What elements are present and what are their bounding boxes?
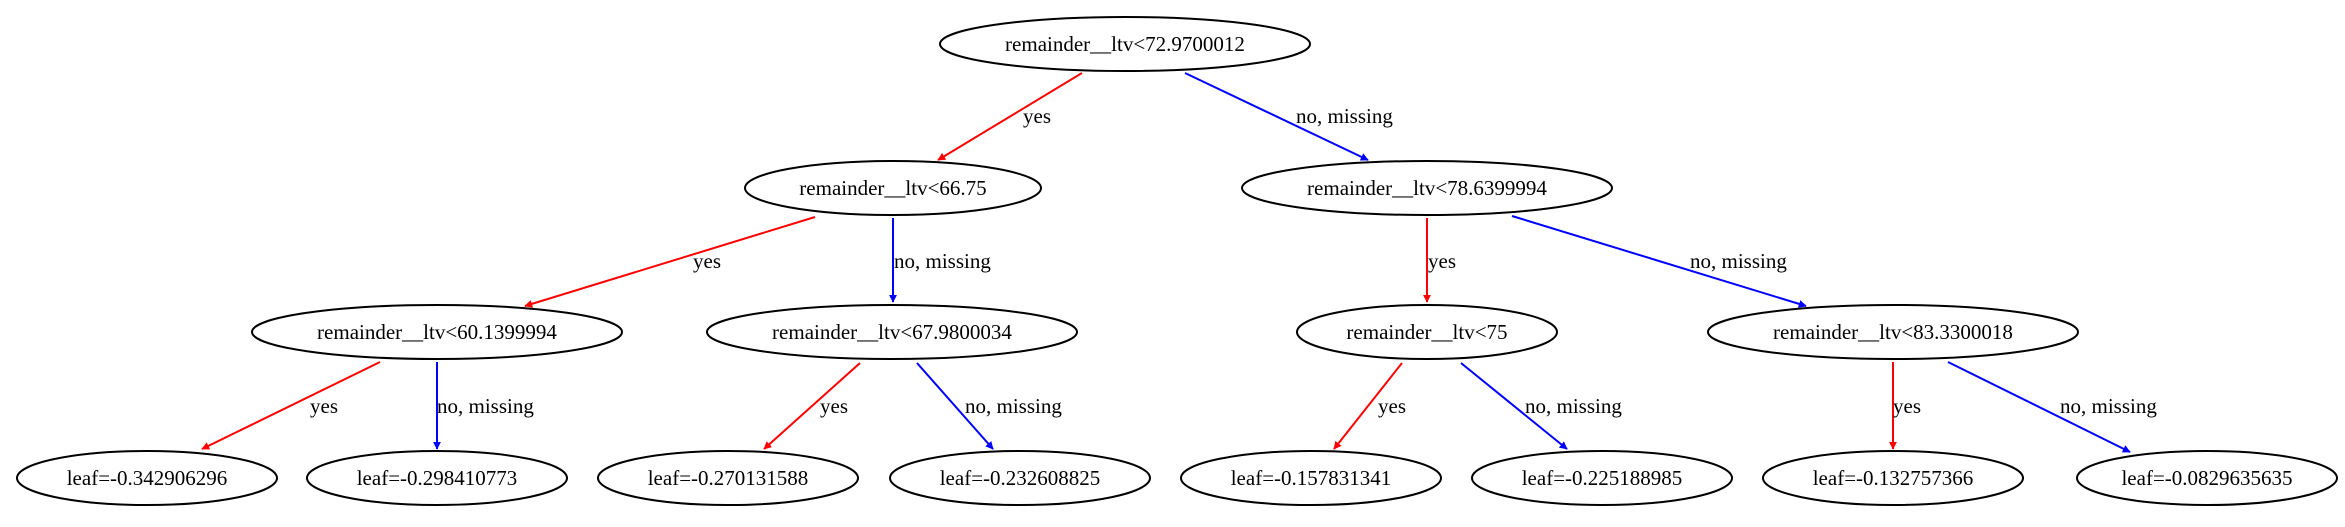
edge-label: yes xyxy=(693,249,721,273)
edge-label: yes xyxy=(1893,394,1921,418)
node-ellipse xyxy=(939,16,1311,72)
edge-label: no, missing xyxy=(1525,394,1622,418)
node-label: leaf=-0.0829635635 xyxy=(2121,466,2292,490)
node-ellipse xyxy=(1471,450,1733,506)
leaf-node-n9: leaf=-0.270131588 xyxy=(597,450,859,506)
edge-n1-n3: yes xyxy=(524,216,816,308)
edge-label: yes xyxy=(820,394,848,418)
leaf-node-n14: leaf=-0.0829635635 xyxy=(2076,450,2338,506)
node-label: leaf=-0.157831341 xyxy=(1231,466,1392,490)
edge-n5-n12: no, missing xyxy=(1460,362,1622,450)
edge-n5-n11: yes xyxy=(1333,362,1406,450)
edge-label: yes xyxy=(1023,104,1051,128)
yes-edge-line xyxy=(524,216,816,308)
yes-edge-line xyxy=(937,72,1083,161)
nodes-layer: remainder__ltv<72.9700012 remainder__ltv<… xyxy=(16,16,2338,506)
node-ellipse xyxy=(2076,450,2338,506)
node-label: leaf=-0.225188985 xyxy=(1522,466,1683,490)
node-label: remainder__ltv<67.9800034 xyxy=(772,320,1012,344)
node-ellipse xyxy=(597,450,859,506)
leaf-node-n11: leaf=-0.157831341 xyxy=(1180,450,1442,506)
node-ellipse xyxy=(706,304,1078,360)
edge-n4-n10: no, missing xyxy=(916,362,1062,450)
yes-edge-line xyxy=(1333,362,1403,450)
edge-n6-n14: no, missing xyxy=(1947,361,2157,453)
node-ellipse xyxy=(1241,160,1613,216)
edge-n1-n4: no, missing xyxy=(889,218,991,303)
leaf-node-n13: leaf=-0.132757366 xyxy=(1762,450,2024,506)
node-label: leaf=-0.342906296 xyxy=(67,466,228,490)
edge-n2-n6: no, missing xyxy=(1511,215,1807,308)
edge-n3-n8: no, missing xyxy=(433,362,534,450)
no-missing-edge-line xyxy=(1184,72,1369,161)
node-ellipse xyxy=(1296,304,1558,360)
leaf-node-n12: leaf=-0.225188985 xyxy=(1471,450,1733,506)
split-node-n2: remainder__ltv<78.6399994 xyxy=(1241,160,1613,216)
edge-n2-n5: yes xyxy=(1423,218,1456,303)
node-label: remainder__ltv<72.9700012 xyxy=(1005,32,1245,56)
node-label: leaf=-0.298410773 xyxy=(357,466,518,490)
edge-label: yes xyxy=(1428,249,1456,273)
edge-n0-n2: no, missing xyxy=(1184,72,1393,161)
split-node-n4: remainder__ltv<67.9800034 xyxy=(706,304,1078,360)
node-label: leaf=-0.270131588 xyxy=(648,466,809,490)
yes-edge-line xyxy=(763,362,861,450)
node-label: remainder__ltv<78.6399994 xyxy=(1307,176,1547,200)
node-ellipse xyxy=(889,450,1151,506)
edge-label: no, missing xyxy=(1690,249,1787,273)
edge-label: no, missing xyxy=(965,394,1062,418)
node-label: leaf=-0.132757366 xyxy=(1813,466,1974,490)
node-ellipse xyxy=(744,160,1042,216)
node-label: remainder__ltv<66.75 xyxy=(799,176,986,200)
split-node-n3: remainder__ltv<60.1399994 xyxy=(251,304,623,360)
leaf-node-n7: leaf=-0.342906296 xyxy=(16,450,278,506)
split-node-n1: remainder__ltv<66.75 xyxy=(744,160,1042,216)
edge-label: no, missing xyxy=(894,249,991,273)
node-label: leaf=-0.232608825 xyxy=(940,466,1101,490)
edge-label: yes xyxy=(1378,394,1406,418)
edge-n3-n7: yes xyxy=(201,361,381,450)
edge-label: no, missing xyxy=(1296,104,1393,128)
no-missing-edge-line xyxy=(916,362,994,450)
edge-n6-n13: yes xyxy=(1889,362,1921,450)
node-label: remainder__ltv<83.3300018 xyxy=(1773,320,2013,344)
split-node-n5: remainder__ltv<75 xyxy=(1296,304,1558,360)
node-ellipse xyxy=(306,450,568,506)
split-node-n0: remainder__ltv<72.9700012 xyxy=(939,16,1311,72)
edge-label: no, missing xyxy=(437,394,534,418)
node-label: remainder__ltv<60.1399994 xyxy=(317,320,557,344)
split-node-n6: remainder__ltv<83.3300018 xyxy=(1707,304,2079,360)
node-ellipse xyxy=(16,450,278,506)
edge-n4-n9: yes xyxy=(763,362,861,450)
no-missing-edge-line xyxy=(1460,362,1568,450)
leaf-node-n10: leaf=-0.232608825 xyxy=(889,450,1151,506)
edge-label: no, missing xyxy=(2060,394,2157,418)
no-missing-edge-line xyxy=(1947,361,2131,453)
node-ellipse xyxy=(251,304,623,360)
node-ellipse xyxy=(1707,304,2079,360)
edge-n0-n1: yes xyxy=(937,72,1083,161)
edge-label: yes xyxy=(310,394,338,418)
leaf-node-n8: leaf=-0.298410773 xyxy=(306,450,568,506)
no-missing-edge-line xyxy=(1511,215,1807,308)
edges-layer: yes no, missing yes no, missing yes no, missi… xyxy=(201,72,2157,453)
node-label: remainder__ltv<75 xyxy=(1346,320,1507,344)
node-ellipse xyxy=(1762,450,2024,506)
yes-edge-line xyxy=(201,361,381,450)
node-ellipse xyxy=(1180,450,1442,506)
